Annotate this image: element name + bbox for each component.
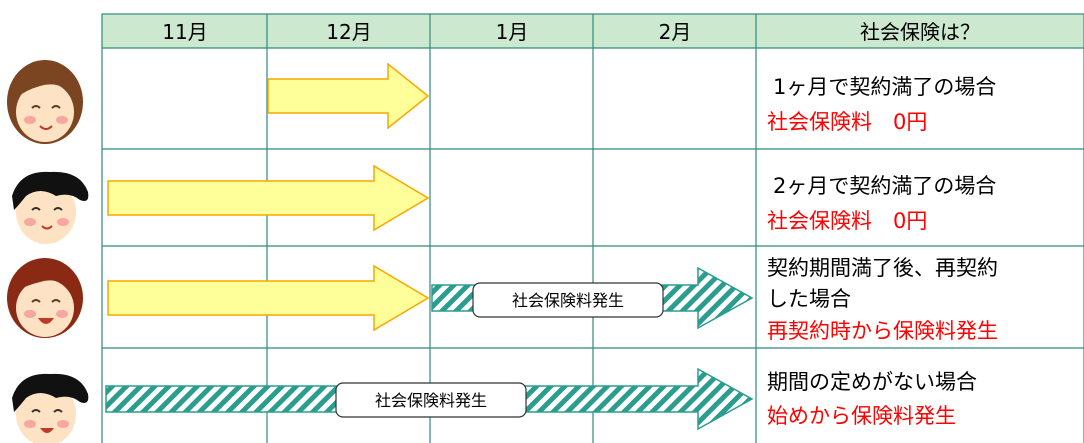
result-red-row4: 始めから保険料発生 (767, 404, 956, 428)
contract-arrow-row1 (267, 62, 430, 130)
contract-arrow-row3 (107, 264, 430, 332)
man-laughing-avatar (12, 373, 89, 443)
header-question: 社会保険は？ (860, 20, 980, 44)
woman-smiling-avatar (7, 60, 83, 144)
contract-arrow-row2 (107, 164, 430, 232)
arrow-label-box-row3 (472, 282, 664, 318)
result-text-row3-line1: 契約期間満了後、再契約 (767, 256, 998, 280)
result-text-row1: 1ヶ月で契約満了の場合 (773, 75, 996, 99)
month-feb: 2月 (659, 20, 692, 44)
result-text-row2: 2ヶ月で契約満了の場合 (773, 174, 996, 198)
result-text-row3-line2: した場合 (767, 287, 851, 311)
man-smiling-avatar (12, 171, 89, 244)
grid-lines (101, 13, 1084, 443)
arrow-label-row4: 社会保険料発生 (375, 391, 487, 410)
result-red-row1: 社会保険料 0円 (767, 110, 927, 134)
month-dec: 12月 (326, 20, 371, 44)
month-nov: 11月 (162, 20, 207, 44)
result-text-row4: 期間の定めがない場合 (767, 370, 977, 394)
arrow-label-row3: 社会保険料発生 (512, 291, 624, 310)
arrow-label-box-row4 (335, 382, 527, 418)
result-red-row3: 再契約時から保険料発生 (767, 319, 998, 343)
result-red-row2: 社会保険料 0円 (767, 209, 927, 233)
woman-laughing-avatar (7, 258, 83, 338)
month-jan: 1月 (496, 20, 529, 44)
